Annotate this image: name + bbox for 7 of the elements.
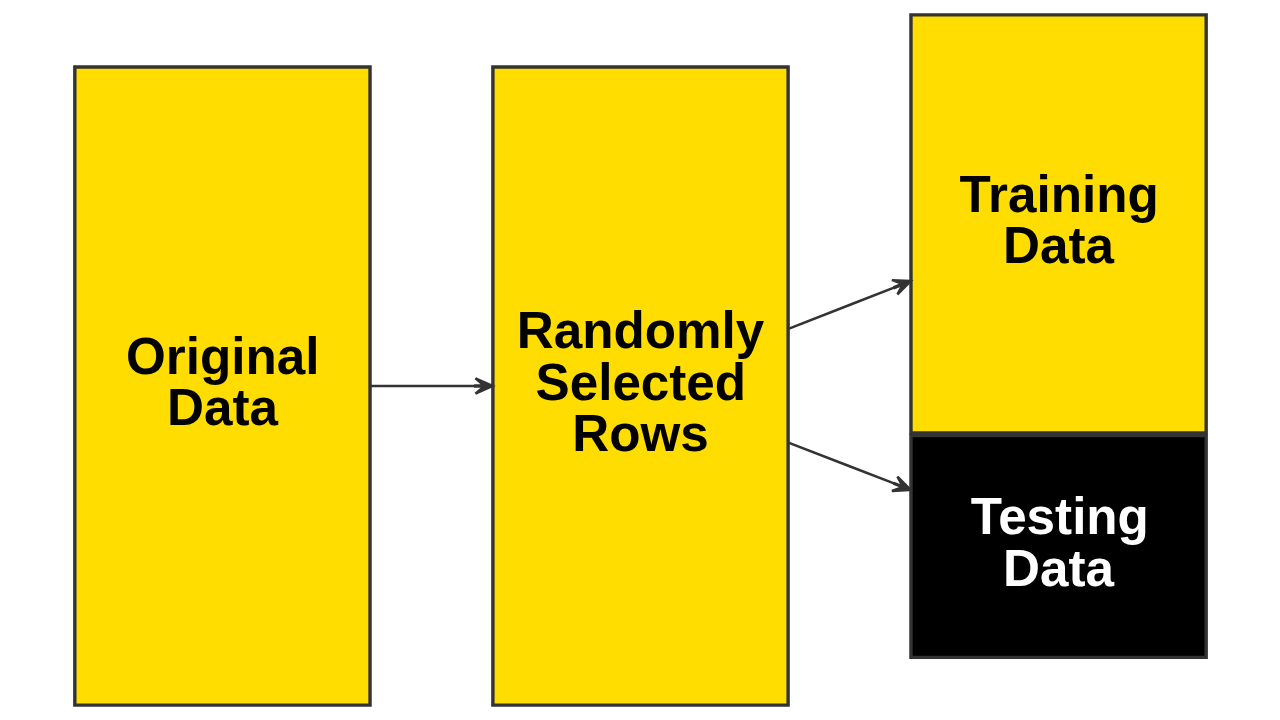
node-box: Training Data	[908, 13, 1208, 435]
node-box: Testing Data	[908, 433, 1208, 660]
arrow	[369, 377, 494, 395]
arrow	[787, 278, 912, 331]
arrow	[787, 441, 912, 493]
node-box: Randomly Selected Rows	[490, 65, 790, 707]
node-box: Original Data	[72, 65, 372, 707]
